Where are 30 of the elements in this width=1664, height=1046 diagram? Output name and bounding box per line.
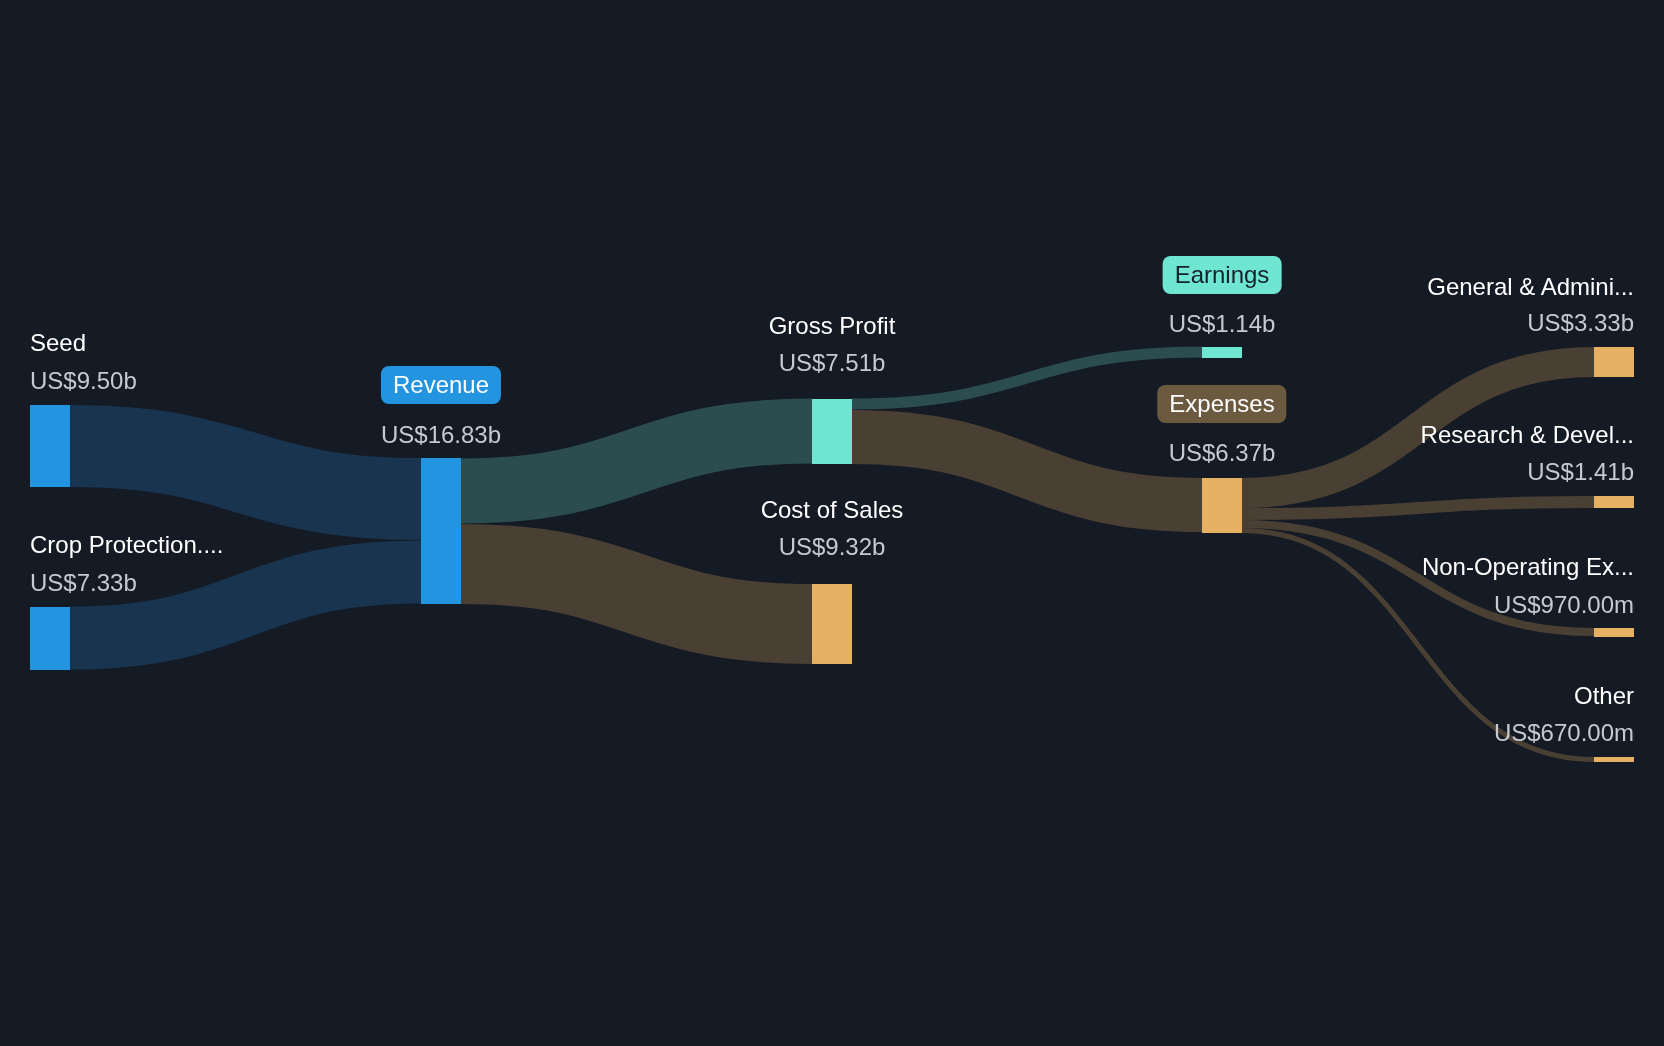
- node-label: Seed: [30, 328, 87, 358]
- node-label: Cost of Sales: [760, 495, 904, 525]
- value-label: US$670.00m: [1493, 718, 1634, 748]
- node-label-badge: Earnings: [1162, 256, 1282, 294]
- node-label: Research & Devel...: [1420, 420, 1634, 450]
- flow-band: [1241, 528, 1595, 762]
- flow-band: [1241, 520, 1595, 636]
- node-label-badge: Revenue: [380, 366, 502, 404]
- value-label: US$6.37b: [1168, 438, 1276, 468]
- flow-band: [851, 410, 1203, 532]
- flow-band: [851, 346, 1203, 410]
- node-label: Other: [1573, 681, 1634, 711]
- flow-band: [1241, 496, 1595, 520]
- value-label: US$7.33b: [30, 568, 137, 598]
- value-label: US$3.33b: [1527, 308, 1634, 338]
- flow-band: [460, 398, 813, 524]
- value-label: US$9.32b: [778, 532, 886, 562]
- value-label: US$970.00m: [1493, 590, 1634, 620]
- value-label: US$16.83b: [380, 420, 502, 450]
- value-label: US$9.50b: [30, 366, 137, 396]
- node-label: Crop Protection....: [30, 530, 224, 560]
- value-label: US$7.51b: [778, 348, 886, 378]
- node-label-badge: Expenses: [1157, 385, 1287, 423]
- node-label: General & Admini...: [1427, 272, 1634, 302]
- value-label: US$1.14b: [1168, 309, 1276, 339]
- value-label: US$1.41b: [1527, 457, 1634, 487]
- node-label: Non-Operating Ex...: [1421, 552, 1634, 582]
- flow-band: [69, 540, 422, 670]
- node-label: Gross Profit: [768, 311, 896, 341]
- flow-band: [1241, 347, 1595, 508]
